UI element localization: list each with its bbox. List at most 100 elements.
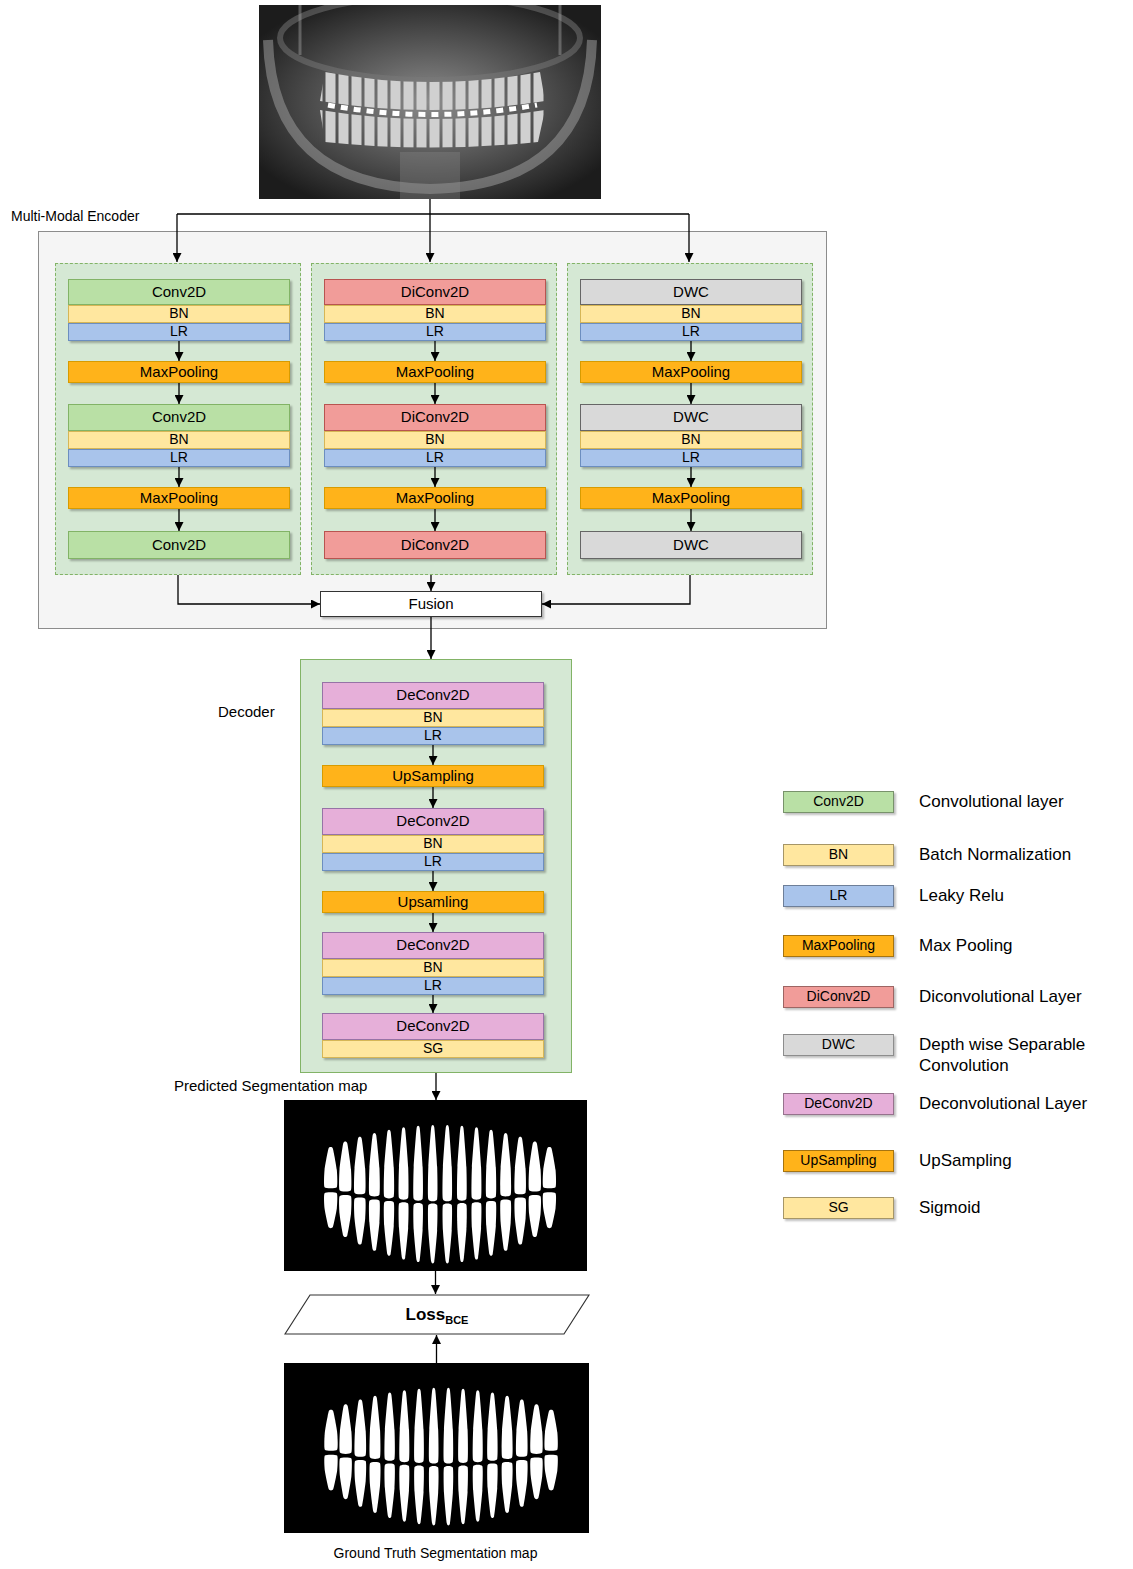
layer-label: BN: [423, 710, 442, 725]
legend-text: Depth wise Separable Convolution: [919, 1034, 1114, 1077]
swatch-label: UpSampling: [800, 1153, 876, 1168]
tooth-mask: [413, 1203, 423, 1262]
tooth-mask: [502, 1462, 513, 1513]
tooth-mask: [429, 1388, 439, 1464]
tooth-mask: [384, 1201, 394, 1256]
layer-label: Conv2D: [152, 537, 206, 554]
pooling-bar: MaxPooling: [580, 487, 802, 509]
layer-label: DWC: [673, 284, 709, 301]
layer-label: BN: [423, 960, 442, 975]
segmentation-image: [284, 1100, 587, 1271]
xray-spine: [400, 152, 460, 199]
swatch-label: SG: [828, 1200, 848, 1215]
layer-label: DeConv2D: [396, 687, 469, 704]
tooth-mask: [399, 1390, 409, 1462]
layer-label: DWC: [673, 409, 709, 426]
tooth-mask: [324, 1192, 337, 1228]
swatch-label: DWC: [822, 1037, 855, 1052]
tooth-mask: [370, 1396, 381, 1459]
xray-mandible: [268, 40, 592, 189]
flow-arrow: [436, 1335, 437, 1363]
norm-bar: BN: [580, 431, 802, 449]
tooth-mask: [530, 1457, 542, 1499]
layer-label: MaxPooling: [652, 490, 730, 507]
conv-layer-bar: Conv2D: [68, 279, 290, 305]
flow-arrow: [435, 1271, 436, 1294]
tooth-mask: [428, 1204, 438, 1264]
layer-label: LR: [170, 450, 188, 465]
swatch-label: BN: [829, 847, 848, 862]
layer-label: LR: [424, 854, 442, 869]
depthwise-conv-bar: DWC: [580, 531, 802, 559]
xray-upper-teeth: [320, 72, 545, 110]
tooth-mask: [429, 1466, 439, 1526]
legend-swatch: MaxPooling: [783, 935, 894, 957]
branch-panel: Conv2DBNLRMaxPoolingConv2DBNLRMaxPooling…: [55, 263, 301, 575]
mask-ground: [284, 1363, 589, 1533]
tooth-mask: [339, 1195, 351, 1237]
tooth-mask: [413, 1126, 423, 1201]
deconv-layer-bar: DeConv2D: [322, 932, 544, 959]
layer-label: LR: [424, 728, 442, 743]
xray-ground: [259, 5, 601, 199]
layer-label: BN: [169, 432, 188, 447]
tooth-mask: [414, 1466, 424, 1525]
tooth-mask: [339, 1404, 351, 1454]
pooling-bar: MaxPooling: [580, 361, 802, 383]
activation-bar: LR: [580, 449, 802, 467]
segmentation-image: [284, 1363, 589, 1533]
tooth-mask: [399, 1202, 409, 1259]
legend-swatch: LR: [783, 885, 894, 907]
tooth-mask: [530, 1404, 542, 1454]
tooth-mask: [472, 1127, 482, 1199]
norm-bar: BN: [68, 431, 290, 449]
tooth-mask: [369, 1133, 380, 1197]
group-heading: Decoder: [218, 703, 275, 721]
tooth-mask: [500, 1133, 511, 1197]
tooth-mask: [516, 1400, 528, 1457]
panoramic-xray: [259, 5, 601, 199]
activation-bar: LR: [580, 323, 802, 341]
loss-box: LossBCE: [284, 1294, 590, 1335]
layer-label: Conv2D: [152, 409, 206, 426]
tooth-mask: [384, 1130, 394, 1199]
tooth-mask: [399, 1127, 409, 1199]
input-wire: [177, 213, 689, 214]
layer-label: LR: [426, 450, 444, 465]
segmentation-map: Predicted Segmentation map: [284, 1100, 587, 1271]
legend-swatch: BN: [783, 844, 894, 866]
tooth-mask: [444, 1388, 454, 1464]
layer-label: BN: [681, 306, 700, 321]
tooth-mask: [544, 1410, 557, 1451]
conv-layer-bar: Conv2D: [68, 404, 290, 431]
layer-label: DeConv2D: [396, 937, 469, 954]
tooth-mask: [529, 1195, 541, 1237]
layer-label: DeConv2D: [396, 813, 469, 830]
tooth-mask: [487, 1393, 497, 1461]
layer-label: MaxPooling: [396, 364, 474, 381]
tooth-mask: [473, 1465, 483, 1522]
layer-label: DiConv2D: [401, 284, 469, 301]
loss-label: Loss: [406, 1305, 446, 1325]
tooth-mask: [458, 1466, 468, 1525]
decoder-panel: DecoderDeConv2DBNLRUpSamplingDeConv2DBNL…: [300, 659, 572, 1073]
layer-label: MaxPooling: [652, 364, 730, 381]
dilated-conv-bar: DiConv2D: [324, 531, 546, 559]
layer-label: Fusion: [408, 596, 453, 613]
legend-text: Sigmoid: [919, 1197, 1114, 1218]
layer-label: BN: [425, 432, 444, 447]
pooling-bar: MaxPooling: [68, 487, 290, 509]
swatch-label: MaxPooling: [802, 938, 875, 953]
flow-arrow: [435, 1073, 436, 1100]
swatch-label: LR: [830, 888, 848, 903]
layer-label: DeConv2D: [396, 1018, 469, 1035]
tooth-mask: [339, 1457, 351, 1499]
tooth-mask: [486, 1130, 496, 1199]
tooth-mask: [487, 1464, 497, 1518]
norm-bar: BN: [322, 709, 544, 727]
tooth-mask: [544, 1455, 557, 1491]
legend-entry: SG Sigmoid: [783, 1197, 1114, 1219]
deconv-layer-bar: DeConv2D: [322, 682, 544, 709]
encoder-panel: Multi-Modal EncoderConv2DBNLRMaxPoolingC…: [38, 231, 827, 629]
tooth-mask: [444, 1466, 454, 1526]
